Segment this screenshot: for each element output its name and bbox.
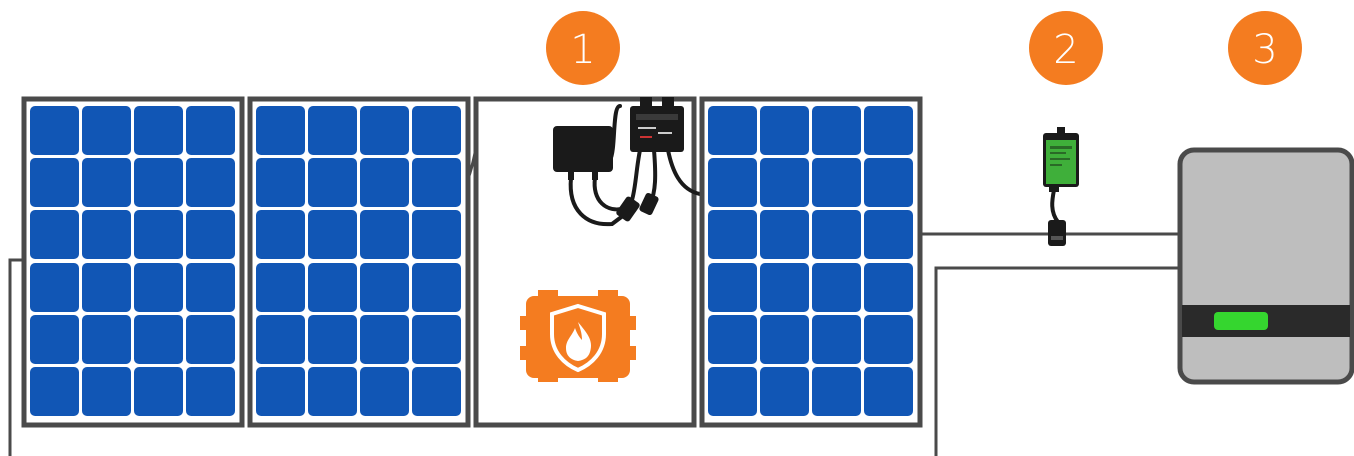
solar-cell	[360, 263, 409, 312]
solar-cell	[760, 106, 809, 155]
solar-cell	[708, 263, 757, 312]
solar-cell	[812, 315, 861, 364]
solar-cell	[708, 367, 757, 416]
solar-cell	[30, 263, 79, 312]
solar-cell	[412, 158, 461, 207]
solar-cell	[186, 158, 235, 207]
fire-shield-icon	[520, 290, 636, 382]
solar-cell	[30, 106, 79, 155]
solar-cell	[812, 367, 861, 416]
solar-cell	[30, 367, 79, 416]
solar-cell	[760, 315, 809, 364]
solar-cell	[812, 106, 861, 155]
solar-cell	[186, 263, 235, 312]
solar-cell	[308, 106, 357, 155]
solar-cell	[256, 158, 305, 207]
solar-cell	[308, 315, 357, 364]
solar-cell	[256, 367, 305, 416]
solar-cell	[134, 263, 183, 312]
solar-cell	[186, 106, 235, 155]
solar-cell	[186, 315, 235, 364]
solar-cell	[812, 158, 861, 207]
solar-cell	[82, 210, 131, 259]
solar-cell	[308, 210, 357, 259]
panel-cells	[256, 106, 461, 416]
solar-cell	[412, 210, 461, 259]
solar-cell	[256, 106, 305, 155]
solar-cell	[30, 210, 79, 259]
solar-panel-1	[21, 96, 245, 428]
panel-cells	[30, 106, 235, 416]
solar-cell	[256, 263, 305, 312]
solar-cell	[30, 315, 79, 364]
solar-cell	[256, 210, 305, 259]
solar-cell	[308, 263, 357, 312]
solar-cell	[360, 106, 409, 155]
solar-cell	[308, 367, 357, 416]
solar-cell	[412, 263, 461, 312]
solar-panel-3-back	[473, 96, 702, 428]
step-badge-1: 1	[546, 11, 620, 85]
solar-cell	[412, 315, 461, 364]
step-badge-1-label: 1	[570, 27, 595, 73]
solar-panel-2	[247, 96, 471, 428]
solar-cell	[708, 106, 757, 155]
step-badge-2: 2	[1029, 11, 1103, 85]
solar-cell	[864, 263, 913, 312]
solar-cell	[412, 106, 461, 155]
solar-cell	[864, 106, 913, 155]
solar-cell	[864, 158, 913, 207]
solar-cell	[864, 367, 913, 416]
solar-cell	[82, 367, 131, 416]
solar-cell	[812, 210, 861, 259]
solar-cell	[308, 158, 357, 207]
step-badge-2-label: 2	[1053, 27, 1078, 73]
left-ground-wire	[8, 258, 24, 456]
solar-cell	[708, 315, 757, 364]
solar-cell	[760, 367, 809, 416]
inverter-icon	[1177, 147, 1354, 385]
solar-cell	[134, 210, 183, 259]
solar-cell	[812, 263, 861, 312]
solar-cell	[760, 158, 809, 207]
solar-cell	[82, 263, 131, 312]
solar-cell	[134, 106, 183, 155]
solar-cell	[708, 210, 757, 259]
solar-cell	[360, 367, 409, 416]
solar-cell	[186, 210, 235, 259]
solar-cell	[864, 315, 913, 364]
junction-box-icon	[553, 126, 613, 180]
solar-cell	[864, 210, 913, 259]
transmitter-icon	[1043, 127, 1079, 246]
solar-cell	[360, 315, 409, 364]
optimizer-cables	[568, 104, 702, 227]
step-badge-3: 3	[1228, 11, 1302, 85]
mc4-connectors	[616, 192, 659, 222]
solar-cell	[30, 158, 79, 207]
solar-cell	[760, 263, 809, 312]
step-badge-3-label: 3	[1252, 27, 1277, 73]
solar-cell	[256, 315, 305, 364]
solar-cell	[82, 106, 131, 155]
panel-cells	[708, 106, 913, 416]
solar-cell	[134, 367, 183, 416]
solar-cell	[134, 158, 183, 207]
solar-cell	[186, 367, 235, 416]
solar-cell	[134, 315, 183, 364]
rapid-shutdown-icon	[630, 97, 684, 152]
solar-cell	[708, 158, 757, 207]
solar-cell	[82, 315, 131, 364]
solar-cell	[360, 158, 409, 207]
solar-cell	[360, 210, 409, 259]
ac-line-from-inverter	[934, 266, 1182, 456]
solar-cell	[82, 158, 131, 207]
solar-cell	[760, 210, 809, 259]
solar-panel-4	[699, 96, 923, 428]
solar-cell	[412, 367, 461, 416]
